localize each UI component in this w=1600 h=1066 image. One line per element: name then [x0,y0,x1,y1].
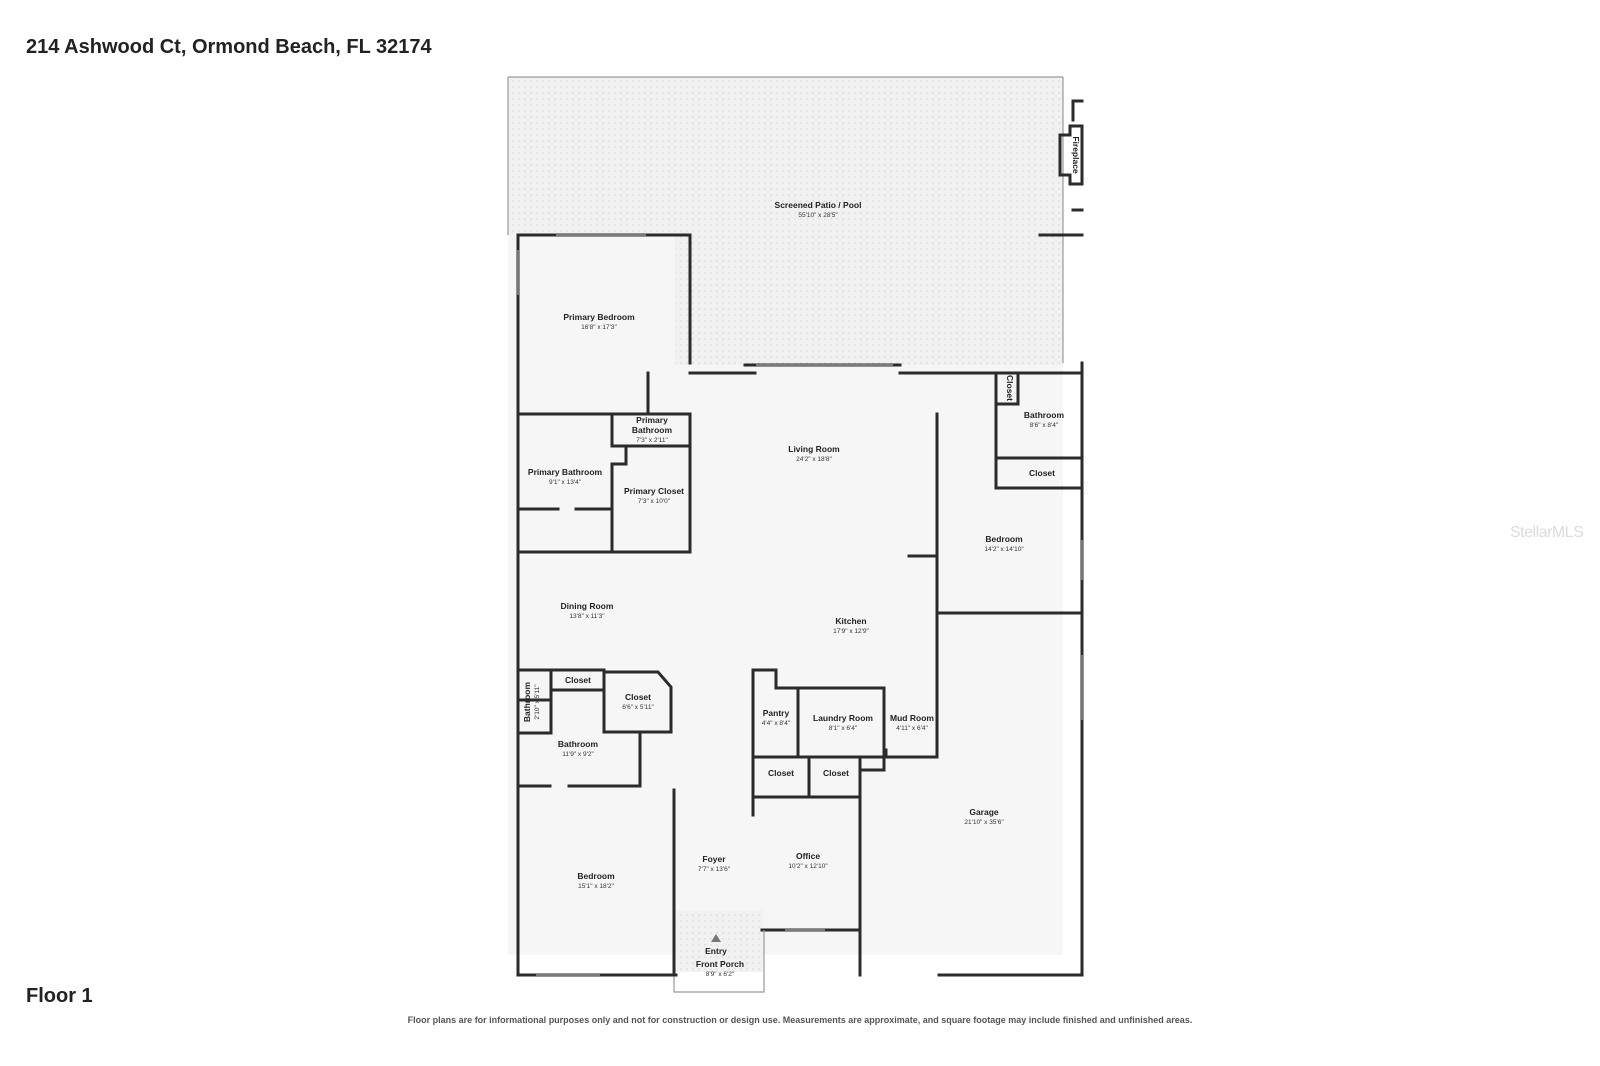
closet-hall-name: Closet [565,675,591,685]
kitchen-name: Kitchen [835,616,866,626]
primary-bath-small-name-1: Primary [636,415,668,425]
closet-angled-name: Closet [625,692,651,702]
room-labels: Screened Patio / Pool 55'10" x 28'5" Fir… [522,136,1081,978]
disclaimer-text: Floor plans are for informational purpos… [407,1015,1193,1025]
bathroom-right-dim: 8'6" x 8'4" [1030,422,1059,429]
primary-bedroom-name: Primary Bedroom [563,312,635,322]
walls [516,233,1084,993]
windows [517,234,1083,976]
primary-bath-small-dim: 7'3" x 2'11" [636,437,668,444]
bathroom-left-dim: 11'9" x 9'2" [562,751,594,758]
foyer-name: Foyer [702,854,726,864]
closet-a-name: Closet [768,768,794,778]
garage-dim: 21'10" x 35'6" [964,819,1004,826]
primary-bath-small-name-2: Bathroom [632,425,673,435]
patio-dim: 55'10" x 28'5" [798,212,838,219]
bathroom-small-dim: 2'10" x 5'11" [534,684,541,720]
living-room-name: Living Room [788,444,840,454]
bathroom-small-name: Bathroom [522,681,532,722]
floor-fill [508,77,1063,972]
pantry-name: Pantry [763,708,790,718]
laundry-dim: 8'1" x 6'4" [829,725,858,732]
fireplace-label: Fireplace [1071,136,1081,174]
closet-angled-dim: 6'6" x 5'11" [622,704,654,711]
dining-room-dim: 13'8" x 11'3" [569,613,605,620]
primary-closet-name: Primary Closet [624,486,684,496]
foyer-dim: 7'7" x 13'6" [698,866,731,873]
bedroom-right-name: Bedroom [985,534,1023,544]
watermark-logo: StellarMLS [1510,524,1584,541]
patio-screen [507,76,1064,363]
bathroom-left-name: Bathroom [558,739,599,749]
mud-room-dim: 4'11" x 6'4" [896,725,928,732]
primary-closet-dim: 7'3" x 10'0" [638,498,671,505]
kitchen-dim: 17'9" x 12'9" [833,628,869,635]
laundry-name: Laundry Room [813,713,873,723]
property-address: 214 Ashwood Ct, Ormond Beach, FL 32174 [26,36,432,58]
garage-name: Garage [969,807,999,817]
closet-b-name: Closet [823,768,849,778]
entry-name: Entry [705,946,727,956]
closet-top-name: Closet [1005,375,1015,401]
floor-label: Floor 1 [26,985,93,1007]
primary-bedroom-dim: 16'8" x 17'3" [581,324,617,331]
bathroom-right-name: Bathroom [1024,410,1065,420]
bedroom-left-dim: 15'1" x 18'2" [578,883,614,890]
bedroom-left-name: Bedroom [577,871,615,881]
office-dim: 10'2" x 12'10" [788,863,828,870]
entry-arrow-icon [711,934,721,942]
dining-room-name: Dining Room [561,601,614,611]
primary-bathroom-name: Primary Bathroom [528,467,603,477]
office-name: Office [796,851,820,861]
front-porch-name: Front Porch [696,959,744,969]
primary-bathroom-dim: 9'1" x 13'4" [549,479,582,486]
living-room-dim: 24'2" x 18'8" [796,456,832,463]
front-porch-dim: 8'9" x 6'2" [706,971,735,978]
fireplace [1038,99,1084,237]
closet-right-name: Closet [1029,468,1055,478]
pantry-dim: 4'4" x 8'4" [762,720,791,727]
mud-room-name: Mud Room [890,713,934,723]
patio-name: Screened Patio / Pool [775,200,862,210]
bedroom-right-dim: 14'2" x 14'10" [984,546,1024,553]
